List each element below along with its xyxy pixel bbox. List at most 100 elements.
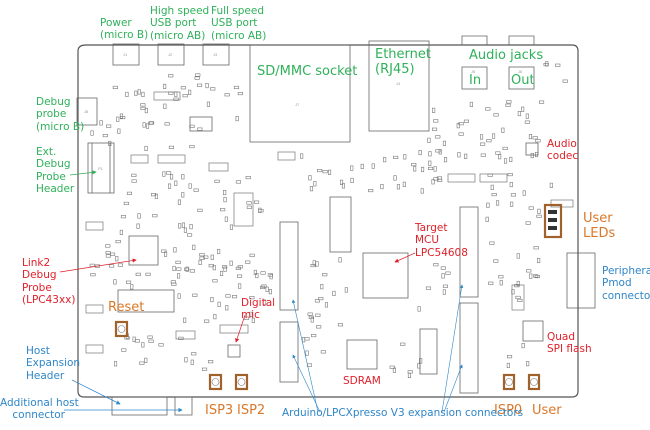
audio-jack-out-j6: J6 — [508, 35, 535, 90]
jumper-jp10 — [208, 162, 229, 172]
smd-component — [134, 90, 138, 96]
smd-component — [99, 120, 103, 126]
label-digital-mic: Digital mic — [241, 297, 276, 322]
smd-component — [105, 254, 111, 258]
smd-component — [105, 244, 111, 248]
smd-component — [144, 145, 148, 151]
smd-component — [225, 294, 231, 298]
smd-component — [341, 183, 346, 189]
isp3-button[interactable] — [208, 373, 223, 391]
smd-component — [220, 270, 224, 277]
arrow-target-mcu — [394, 252, 416, 263]
chip-u7 — [189, 116, 213, 132]
smd-component — [217, 301, 221, 307]
arrow-expansion-j13 — [443, 364, 463, 413]
sdram-u28 — [346, 339, 378, 370]
smd-component — [389, 365, 395, 369]
smd-component — [105, 251, 111, 255]
label-quad-spi: Quad SPI flash — [547, 331, 592, 356]
smd-component — [190, 359, 194, 365]
smd-component — [533, 246, 539, 250]
flash-u27 — [522, 320, 544, 342]
smd-component — [491, 193, 497, 197]
smd-component — [522, 190, 526, 196]
smd-component — [192, 244, 196, 250]
smd-component — [305, 350, 309, 356]
smd-component — [307, 312, 313, 316]
smd-component — [400, 342, 406, 346]
smd-component — [229, 260, 233, 266]
smd-component — [245, 260, 251, 264]
smd-component — [535, 139, 541, 143]
smd-component — [181, 222, 185, 228]
smd-component — [197, 208, 203, 212]
smd-component — [109, 264, 115, 268]
smd-component — [442, 289, 446, 295]
smd-component — [537, 257, 541, 264]
label-peripheral-pmod: Peripheral Pmod connector — [602, 265, 650, 302]
smd-component — [261, 284, 267, 288]
smd-component — [116, 116, 120, 122]
label-fs-usb: Full speed USB port (micro AB) — [211, 5, 267, 42]
smd-component — [174, 180, 178, 186]
smd-component — [237, 274, 243, 278]
user-button[interactable] — [527, 373, 541, 391]
smd-component — [517, 298, 523, 303]
label-target-mcu: Target MCU LPC54608 — [415, 222, 468, 259]
smd-component — [510, 201, 514, 207]
jumper-jp9 — [277, 151, 296, 161]
smd-component — [199, 253, 205, 257]
label-audio-codec: Audio codec — [547, 138, 579, 163]
smd-component — [206, 101, 210, 107]
smd-component — [320, 284, 324, 290]
isp0-button[interactable] — [502, 373, 516, 391]
smd-component — [135, 272, 141, 276]
smd-component — [420, 188, 424, 194]
user-leds-box — [543, 203, 563, 239]
jumper-jp1 — [130, 154, 149, 164]
label-link2: Link2 Debug Probe (LPC43xx) — [22, 257, 76, 307]
smd-component — [524, 120, 530, 124]
smd-component — [491, 133, 496, 139]
svg-text:J2: J2 — [168, 52, 173, 57]
reset-button[interactable] — [114, 320, 129, 338]
smd-component — [463, 119, 470, 123]
smd-component — [238, 283, 242, 289]
smd-component — [222, 265, 228, 269]
isp2-button[interactable] — [234, 373, 249, 391]
arrow-host-expansion — [71, 379, 121, 405]
svg-text:J1: J1 — [123, 52, 128, 57]
smd-component — [260, 271, 266, 275]
smd-component — [315, 261, 319, 267]
smd-component — [194, 76, 200, 80]
smd-component — [123, 201, 129, 205]
smd-component — [555, 63, 561, 67]
smd-component — [526, 269, 532, 273]
smd-component — [327, 169, 332, 175]
arrow-expansion-j12 — [292, 354, 321, 413]
jumper-jp6 — [85, 304, 104, 314]
label-isp0: ISP0 — [494, 403, 523, 418]
smd-component — [117, 128, 121, 134]
chip-u21 — [128, 235, 159, 266]
smd-component — [132, 336, 136, 342]
smd-component — [517, 111, 521, 117]
smd-component — [393, 155, 399, 159]
smd-component — [435, 149, 441, 153]
smd-component — [360, 163, 364, 169]
smd-component — [147, 335, 153, 339]
smd-component — [433, 263, 439, 267]
smd-component — [268, 289, 272, 295]
smd-component — [139, 361, 145, 365]
smd-component — [314, 299, 321, 303]
jumper-jp7 — [175, 330, 196, 340]
smd-component — [126, 280, 132, 284]
smd-component — [208, 360, 214, 364]
smd-component — [433, 166, 437, 172]
smd-component — [515, 295, 521, 300]
smd-component — [418, 150, 422, 156]
smd-component — [195, 73, 201, 77]
smd-component — [464, 153, 468, 159]
smd-component — [503, 158, 508, 164]
